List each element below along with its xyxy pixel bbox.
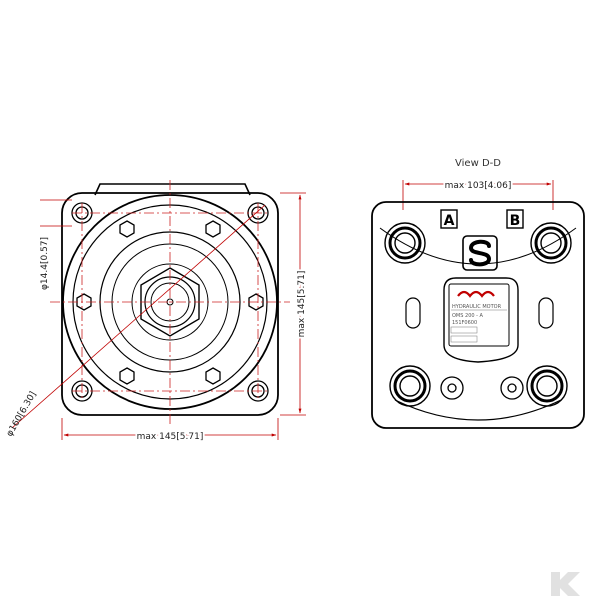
side-slot bbox=[405, 297, 421, 329]
side-slot bbox=[538, 297, 554, 329]
watermark-logo-icon bbox=[551, 572, 580, 596]
top-boss bbox=[94, 183, 251, 196]
boss bbox=[393, 369, 427, 403]
boss bbox=[534, 226, 568, 260]
plug bbox=[447, 383, 457, 393]
housing-contour bbox=[394, 399, 562, 421]
boss bbox=[399, 375, 421, 397]
centerlines bbox=[50, 180, 290, 425]
bolt-hex bbox=[119, 367, 135, 385]
port-b-marker bbox=[506, 209, 524, 229]
rear-bolt-bosses bbox=[384, 222, 572, 407]
height-dimension: max 145[5.71] bbox=[297, 271, 307, 338]
drain-plugs bbox=[440, 376, 524, 400]
brand-emblem bbox=[462, 235, 498, 271]
port-a-label: A bbox=[444, 213, 455, 229]
nameplate bbox=[448, 283, 510, 347]
nameplate-field bbox=[450, 335, 478, 343]
rear-housing bbox=[371, 201, 585, 429]
nameplate-line1: HYDRAULIC MOTOR bbox=[452, 304, 502, 310]
brand-logo-icon bbox=[457, 290, 495, 298]
s-logo-icon bbox=[468, 239, 492, 267]
plug bbox=[440, 376, 464, 400]
bolt-hex bbox=[248, 293, 264, 311]
nameplate-line3: 151F0600 bbox=[452, 320, 477, 326]
nameplate-line2: OMS 200 - A bbox=[452, 313, 484, 319]
boss bbox=[526, 365, 568, 407]
boss bbox=[394, 232, 416, 254]
port-a-marker bbox=[440, 209, 458, 229]
boss bbox=[536, 375, 558, 397]
hole-diameter-dimension: φ14.4[0.57] bbox=[40, 237, 50, 290]
port-b-label: B bbox=[510, 213, 521, 229]
boss bbox=[530, 222, 572, 264]
housing-bolts bbox=[76, 220, 264, 385]
bolt-hex bbox=[76, 293, 92, 311]
nameplate-boss bbox=[443, 277, 519, 363]
boss bbox=[389, 365, 431, 407]
rear-view: View D-D max 103[4.06] A B bbox=[371, 158, 585, 429]
view-title: View D-D bbox=[455, 158, 501, 169]
boss bbox=[388, 226, 422, 260]
rear-width-dimension: max 103[4.06] bbox=[445, 181, 512, 191]
front-view: φ160[6.30] φ14.4[0.57] max 145[5.71] max… bbox=[5, 180, 309, 444]
boss bbox=[530, 369, 564, 403]
bolt-hex bbox=[205, 367, 221, 385]
plug bbox=[500, 376, 524, 400]
pcd-leader bbox=[11, 204, 266, 429]
width-dimension: max 145[5.71] bbox=[137, 432, 204, 442]
shaft-nut bbox=[140, 267, 200, 337]
bolt-hex bbox=[119, 220, 135, 238]
pcd-dimension: φ160[6.30] bbox=[5, 390, 39, 438]
boss bbox=[384, 222, 426, 264]
bolt-hex bbox=[205, 220, 221, 238]
plug bbox=[507, 383, 517, 393]
nameplate-field bbox=[450, 326, 478, 334]
boss bbox=[540, 232, 562, 254]
